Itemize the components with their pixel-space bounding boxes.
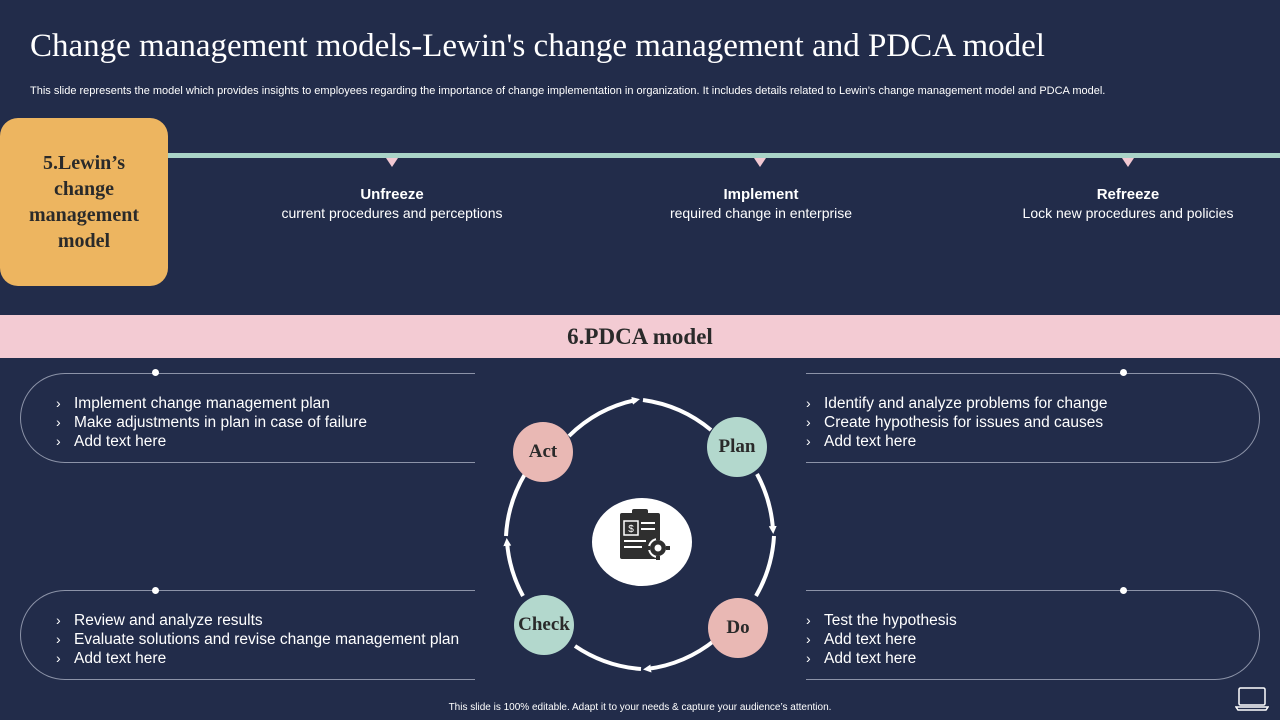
do-list: ›Test the hypothesis ›Add text here ›Add… bbox=[806, 611, 957, 668]
panel-dot bbox=[1120, 369, 1127, 376]
laptop-icon bbox=[1235, 687, 1269, 711]
list-item: ›Add text here bbox=[56, 433, 167, 450]
pdca-node-check: Check bbox=[514, 595, 574, 655]
slide-title: Change management models-Lewin's change … bbox=[30, 28, 1045, 64]
stage-description: current procedures and perceptions bbox=[281, 205, 503, 221]
slide-subtitle: This slide represents the model which pr… bbox=[30, 85, 1106, 97]
lewin-stage-implement: Implement required change in enterprise bbox=[611, 186, 911, 222]
panel-do bbox=[806, 590, 1260, 680]
lewin-stage-unfreeze: Unfreeze current procedures and percepti… bbox=[242, 186, 542, 222]
plan-list: ›Identify and analyze problems for chang… bbox=[806, 394, 1107, 451]
check-list: ›Review and analyze results ›Evaluate so… bbox=[56, 611, 459, 668]
list-item: ›Identify and analyze problems for chang… bbox=[806, 395, 1108, 412]
pdca-node-act: Act bbox=[513, 422, 573, 482]
footer-note: This slide is 100% editable. Adapt it to… bbox=[448, 702, 832, 713]
panel-dot bbox=[1120, 587, 1127, 594]
act-list: ›Implement change management plan ›Make … bbox=[56, 394, 367, 451]
list-item: ›Add text here bbox=[806, 631, 917, 648]
panel-dot bbox=[152, 369, 159, 376]
list-item: ›Evaluate solutions and revise change ma… bbox=[56, 631, 460, 648]
arc-right-bottom bbox=[754, 535, 776, 598]
lewin-stage-refreeze: Refreeze Lock new procedures and policie… bbox=[978, 186, 1278, 222]
pdca-cycle-ring bbox=[503, 396, 777, 673]
list-item: ›Implement change management plan bbox=[56, 395, 330, 412]
stage-heading: Implement bbox=[723, 186, 799, 203]
list-item: ›Add text here bbox=[806, 433, 917, 450]
list-item: ›Make adjustments in plan in case of fai… bbox=[56, 414, 367, 431]
list-item: ›Create hypothesis for issues and causes bbox=[806, 414, 1104, 431]
panel-check bbox=[20, 590, 475, 680]
timeline-marker bbox=[386, 158, 398, 167]
arrow-check-to-act bbox=[503, 538, 525, 597]
pdca-header-band: 6.PDCA model bbox=[0, 315, 1280, 358]
stage-description: Lock new procedures and policies bbox=[1022, 205, 1234, 221]
list-item: ›Add text here bbox=[806, 650, 917, 667]
panel-act bbox=[20, 373, 475, 463]
timeline-marker bbox=[1122, 158, 1134, 167]
panel-plan bbox=[806, 373, 1260, 463]
panel-dot bbox=[152, 587, 159, 594]
pdca-model-label: 6.PDCA model bbox=[567, 323, 713, 349]
arrow-do-to-check bbox=[643, 638, 717, 673]
arc-top-right bbox=[642, 398, 713, 432]
lewin-model-label: 5.Lewin’s change management model bbox=[29, 152, 139, 252]
lewin-model-box: 5.Lewin’s change management model bbox=[0, 118, 168, 286]
stage-heading: Unfreeze bbox=[360, 186, 424, 203]
svg-text:$: $ bbox=[628, 524, 634, 535]
arc-bottom-left bbox=[573, 644, 642, 671]
arc-left-top bbox=[504, 472, 527, 537]
lewin-timeline bbox=[168, 153, 1280, 158]
pdca-node-plan: Plan bbox=[707, 417, 767, 477]
arrow-plan-to-do bbox=[755, 473, 777, 534]
stage-description: required change in enterprise bbox=[669, 205, 853, 221]
clipboard-gear-icon: $ bbox=[620, 509, 670, 560]
timeline-marker bbox=[754, 158, 766, 167]
list-item: ›Test the hypothesis bbox=[806, 612, 957, 629]
arrow-act-to-plan bbox=[567, 396, 640, 438]
list-item: ›Review and analyze results bbox=[56, 612, 263, 629]
stage-heading: Refreeze bbox=[1096, 186, 1160, 203]
list-item: ›Add text here bbox=[56, 650, 167, 667]
pdca-node-do: Do bbox=[708, 598, 768, 658]
